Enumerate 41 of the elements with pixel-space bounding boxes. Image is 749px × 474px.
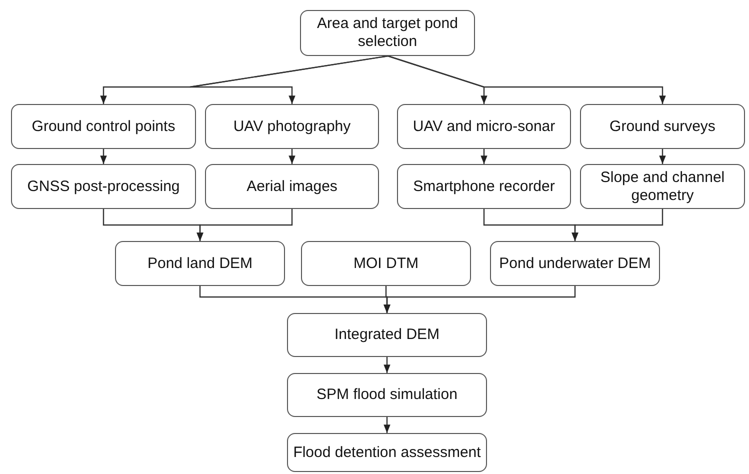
- box-label: Pond underwater DEM: [499, 254, 651, 272]
- box-label: UAV photography: [233, 118, 351, 136]
- arrow: [189, 55, 389, 104]
- arrow: [659, 149, 666, 164]
- arrow: [100, 149, 107, 164]
- process-box: [287, 433, 487, 472]
- process-box: [301, 241, 471, 286]
- box-label: Pond land DEM: [147, 254, 253, 272]
- process-box: [397, 164, 571, 209]
- box-label: Smartphone recorder: [413, 178, 555, 196]
- box-label: Aerial images: [246, 178, 338, 196]
- arrow: [384, 357, 390, 373]
- box-label: Flood detention assessment: [293, 444, 481, 462]
- process-box: [287, 313, 487, 357]
- process-box: [115, 241, 285, 286]
- arrow: [480, 149, 488, 164]
- box-label: GNSS post-processing: [27, 178, 180, 196]
- arrow: [384, 417, 390, 433]
- box-label: Integrated DEM: [334, 326, 440, 344]
- process-box: [205, 104, 379, 149]
- process-box: [580, 104, 745, 149]
- box-label: SPM flood simulation: [316, 386, 458, 404]
- arrow: [384, 286, 576, 313]
- process-box: [300, 10, 475, 56]
- process-box: [11, 104, 196, 149]
- box-label: Area and target pond selection: [316, 15, 459, 51]
- box-label: Ground control points: [32, 118, 176, 136]
- process-box: [205, 164, 379, 209]
- box-label: Ground surveys: [610, 118, 716, 136]
- arrow: [288, 149, 296, 164]
- arrow: [196, 209, 293, 241]
- process-box: [11, 164, 196, 209]
- process-box: [580, 164, 745, 209]
- process-box: [287, 373, 487, 417]
- process-box: [490, 241, 660, 286]
- process-box: [397, 104, 571, 149]
- box-label: UAV and micro-sonar: [412, 118, 556, 136]
- box-label: Slope and channel geometry: [599, 168, 726, 204]
- arrow: [387, 55, 666, 104]
- arrow: [572, 209, 664, 241]
- box-label: MOI DTM: [354, 254, 418, 272]
